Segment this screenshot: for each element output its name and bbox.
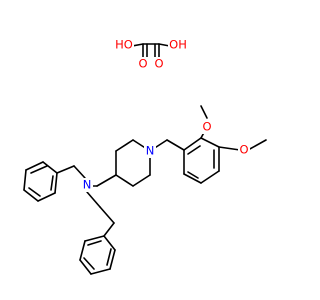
bond-line-19 <box>183 173 202 184</box>
bond-line-50 <box>106 248 112 266</box>
bond-line-52 <box>87 240 102 246</box>
bond-line-41 <box>86 191 101 208</box>
oxalic-acid-carbonyl-oxygen-left: O <box>138 57 147 71</box>
bond-line-51 <box>83 257 95 270</box>
bond-line-48 <box>79 240 86 261</box>
bond-layer <box>23 43 267 275</box>
bond-line-23 <box>187 171 199 179</box>
label-bg <box>144 144 156 158</box>
bond-line-32 <box>42 161 58 174</box>
bond-line-47 <box>79 259 92 275</box>
label-bg <box>168 38 188 52</box>
bond-line-11 <box>132 174 151 187</box>
bond-line-49 <box>84 235 105 242</box>
bond-line-8 <box>115 139 134 152</box>
label-bg <box>153 57 165 71</box>
oxalic-acid-carbonyl-oxygen-right: O <box>154 57 163 71</box>
bond-line-40 <box>50 175 54 191</box>
bond-line-45 <box>109 249 116 270</box>
bond-line-21 <box>187 145 201 155</box>
label-bg <box>137 57 149 71</box>
bond-line-28 <box>96 174 117 187</box>
piperidine-nitrogen-label: N <box>146 144 155 158</box>
molecule-structure: HO OH O O N O O N <box>23 38 267 275</box>
bond-line-44 <box>103 235 116 251</box>
molecule-canvas: HO OH O O N O O N <box>23 37 267 275</box>
label-bg <box>238 143 250 157</box>
bond-line-18 <box>200 170 220 184</box>
bond-line-39 <box>28 187 41 197</box>
atom-label-layer: HO OH O O N O O N <box>81 38 250 192</box>
bond-line-36 <box>37 192 56 202</box>
bond-line-37 <box>54 172 58 194</box>
bond-line-16 <box>200 137 220 148</box>
oxalic-acid-oh-label: OH <box>169 38 187 52</box>
methoxy-oxygen-right-label: O <box>239 143 248 157</box>
bond-line-25 <box>200 105 208 119</box>
bond-line-15 <box>183 137 202 151</box>
label-bg <box>81 178 93 192</box>
bond-line-26 <box>218 146 241 151</box>
bond-line-31 <box>56 165 75 174</box>
bond-line-43 <box>103 222 115 237</box>
amine-nitrogen-label: N <box>83 178 92 192</box>
bond-line-38 <box>30 165 48 174</box>
bond-line-46 <box>90 268 111 275</box>
bond-line-33 <box>25 161 44 171</box>
oxalic-acid-ho-label: HO <box>115 38 133 52</box>
bond-line-42 <box>99 206 115 224</box>
bond-line-14 <box>166 139 185 151</box>
label-bg <box>114 38 134 52</box>
bond-line-10 <box>115 174 134 187</box>
bond-line-27 <box>247 139 267 151</box>
label-bg <box>201 120 213 134</box>
methoxy-oxygen-top-label: O <box>202 120 211 134</box>
bond-line-34 <box>23 169 27 191</box>
bond-line-30 <box>73 165 86 179</box>
bond-line-35 <box>23 189 39 202</box>
